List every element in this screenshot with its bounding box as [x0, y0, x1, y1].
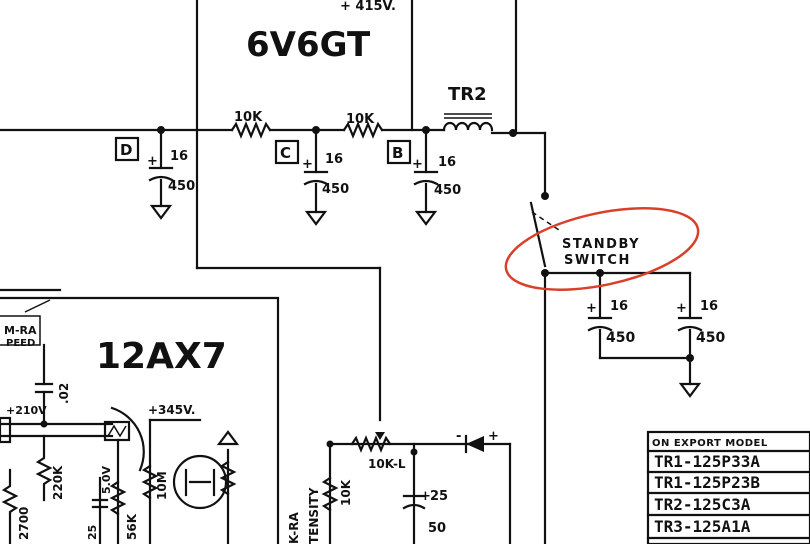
resistor-2 — [342, 121, 384, 139]
resistor-10m — [141, 464, 159, 500]
tube-12ax7-label: 12AX7 — [96, 336, 227, 377]
node-box-d — [114, 136, 140, 162]
diode — [464, 434, 484, 454]
resistor-56k-label: 56K — [125, 513, 139, 540]
node-box-b — [386, 139, 412, 165]
resistor-2700 — [1, 468, 19, 544]
tube-6v6gt-label: 6V6GT — [246, 25, 371, 65]
export-row: TR3-125A1A — [654, 517, 751, 536]
cap-coupling-label: .02 — [57, 383, 71, 404]
resistor-2-label: 10K — [346, 112, 375, 127]
inductor-label: TR2 — [448, 84, 487, 105]
cap-d-value: 16 — [170, 149, 188, 164]
cap-c-value: 16 — [325, 152, 343, 167]
capacitor-standby-1 — [587, 271, 613, 360]
neon-lamp — [172, 454, 228, 510]
capacitor-c — [303, 128, 329, 226]
cap-s2-volt: 450 — [696, 330, 725, 346]
cap-s1-value: 16 — [610, 299, 628, 314]
resistor-56k — [109, 480, 127, 516]
resistor-220k-label: 220K — [51, 465, 65, 500]
svg-text:+: + — [420, 489, 431, 504]
potentiometer-10kl — [350, 435, 392, 453]
cap-side-label: 25 — [86, 525, 99, 540]
label-kra: K-RA — [287, 512, 301, 544]
resistor-220k — [35, 434, 53, 502]
cap-b-value: 16 — [438, 155, 456, 170]
node-d-label: D — [120, 141, 132, 159]
resistor-10m-label: 10M — [155, 471, 169, 500]
standby-switch — [529, 201, 563, 277]
capacitor-b — [413, 128, 439, 226]
node-box-c — [274, 139, 300, 165]
label-tensity: TENSITY — [307, 487, 321, 544]
cap-s2-value: 16 — [700, 299, 718, 314]
svg-text:+: + — [676, 301, 687, 316]
label-speed: PEED — [6, 338, 35, 349]
cap-c-volt: 450 — [322, 182, 349, 197]
export-row: TR1-125P23B — [654, 473, 760, 492]
voltage-210-label: +210V — [6, 404, 47, 417]
export-model-table — [646, 430, 810, 544]
resistor-1 — [230, 121, 272, 139]
resistor-10k-vertical — [321, 476, 339, 512]
ground-arrow-up — [216, 430, 240, 446]
pot-label: 10K-L — [368, 457, 406, 471]
node-b-label: B — [392, 144, 403, 162]
resistor-2700-label: 2700 — [17, 507, 31, 540]
node-c-label: C — [280, 144, 291, 162]
cap-b-volt: 450 — [434, 183, 461, 198]
cap-side-volt: 5.0V — [100, 466, 113, 494]
tube-12ax7-envelope — [110, 406, 145, 472]
export-row: TR1-125P33A — [654, 452, 760, 471]
cap-bottom-value: 25 — [430, 489, 448, 504]
svg-text:+: + — [302, 157, 313, 172]
cap-bottom-volt: 50 — [428, 521, 446, 536]
voltage-top-label: + 415V. — [340, 0, 396, 14]
voltage-345-label: +345V. — [148, 403, 195, 417]
resistor-1-label: 10K — [234, 110, 263, 125]
svg-text:+: + — [147, 154, 158, 169]
tube-12ax7-box — [0, 296, 280, 544]
svg-text:+: + — [586, 301, 597, 316]
svg-text:+: + — [412, 157, 423, 172]
cap-s1-volt: 450 — [606, 330, 635, 346]
export-table-header: ON EXPORT MODEL — [652, 438, 768, 449]
standby-label: STANDBY — [562, 237, 640, 252]
label-mra: M-RA — [4, 324, 37, 337]
inductor-tr2 — [442, 121, 494, 132]
resistor-10k-vert-label: 10K — [339, 479, 353, 506]
export-row: TR2-125C3A — [654, 495, 751, 514]
cap-d-volt: 450 — [168, 179, 195, 194]
switch-label: SWITCH — [564, 253, 631, 268]
svg-text:+: + — [488, 429, 499, 444]
capacitor-d — [148, 128, 174, 220]
standby-highlight-ellipse — [504, 207, 700, 291]
svg-text:-: - — [456, 429, 461, 444]
